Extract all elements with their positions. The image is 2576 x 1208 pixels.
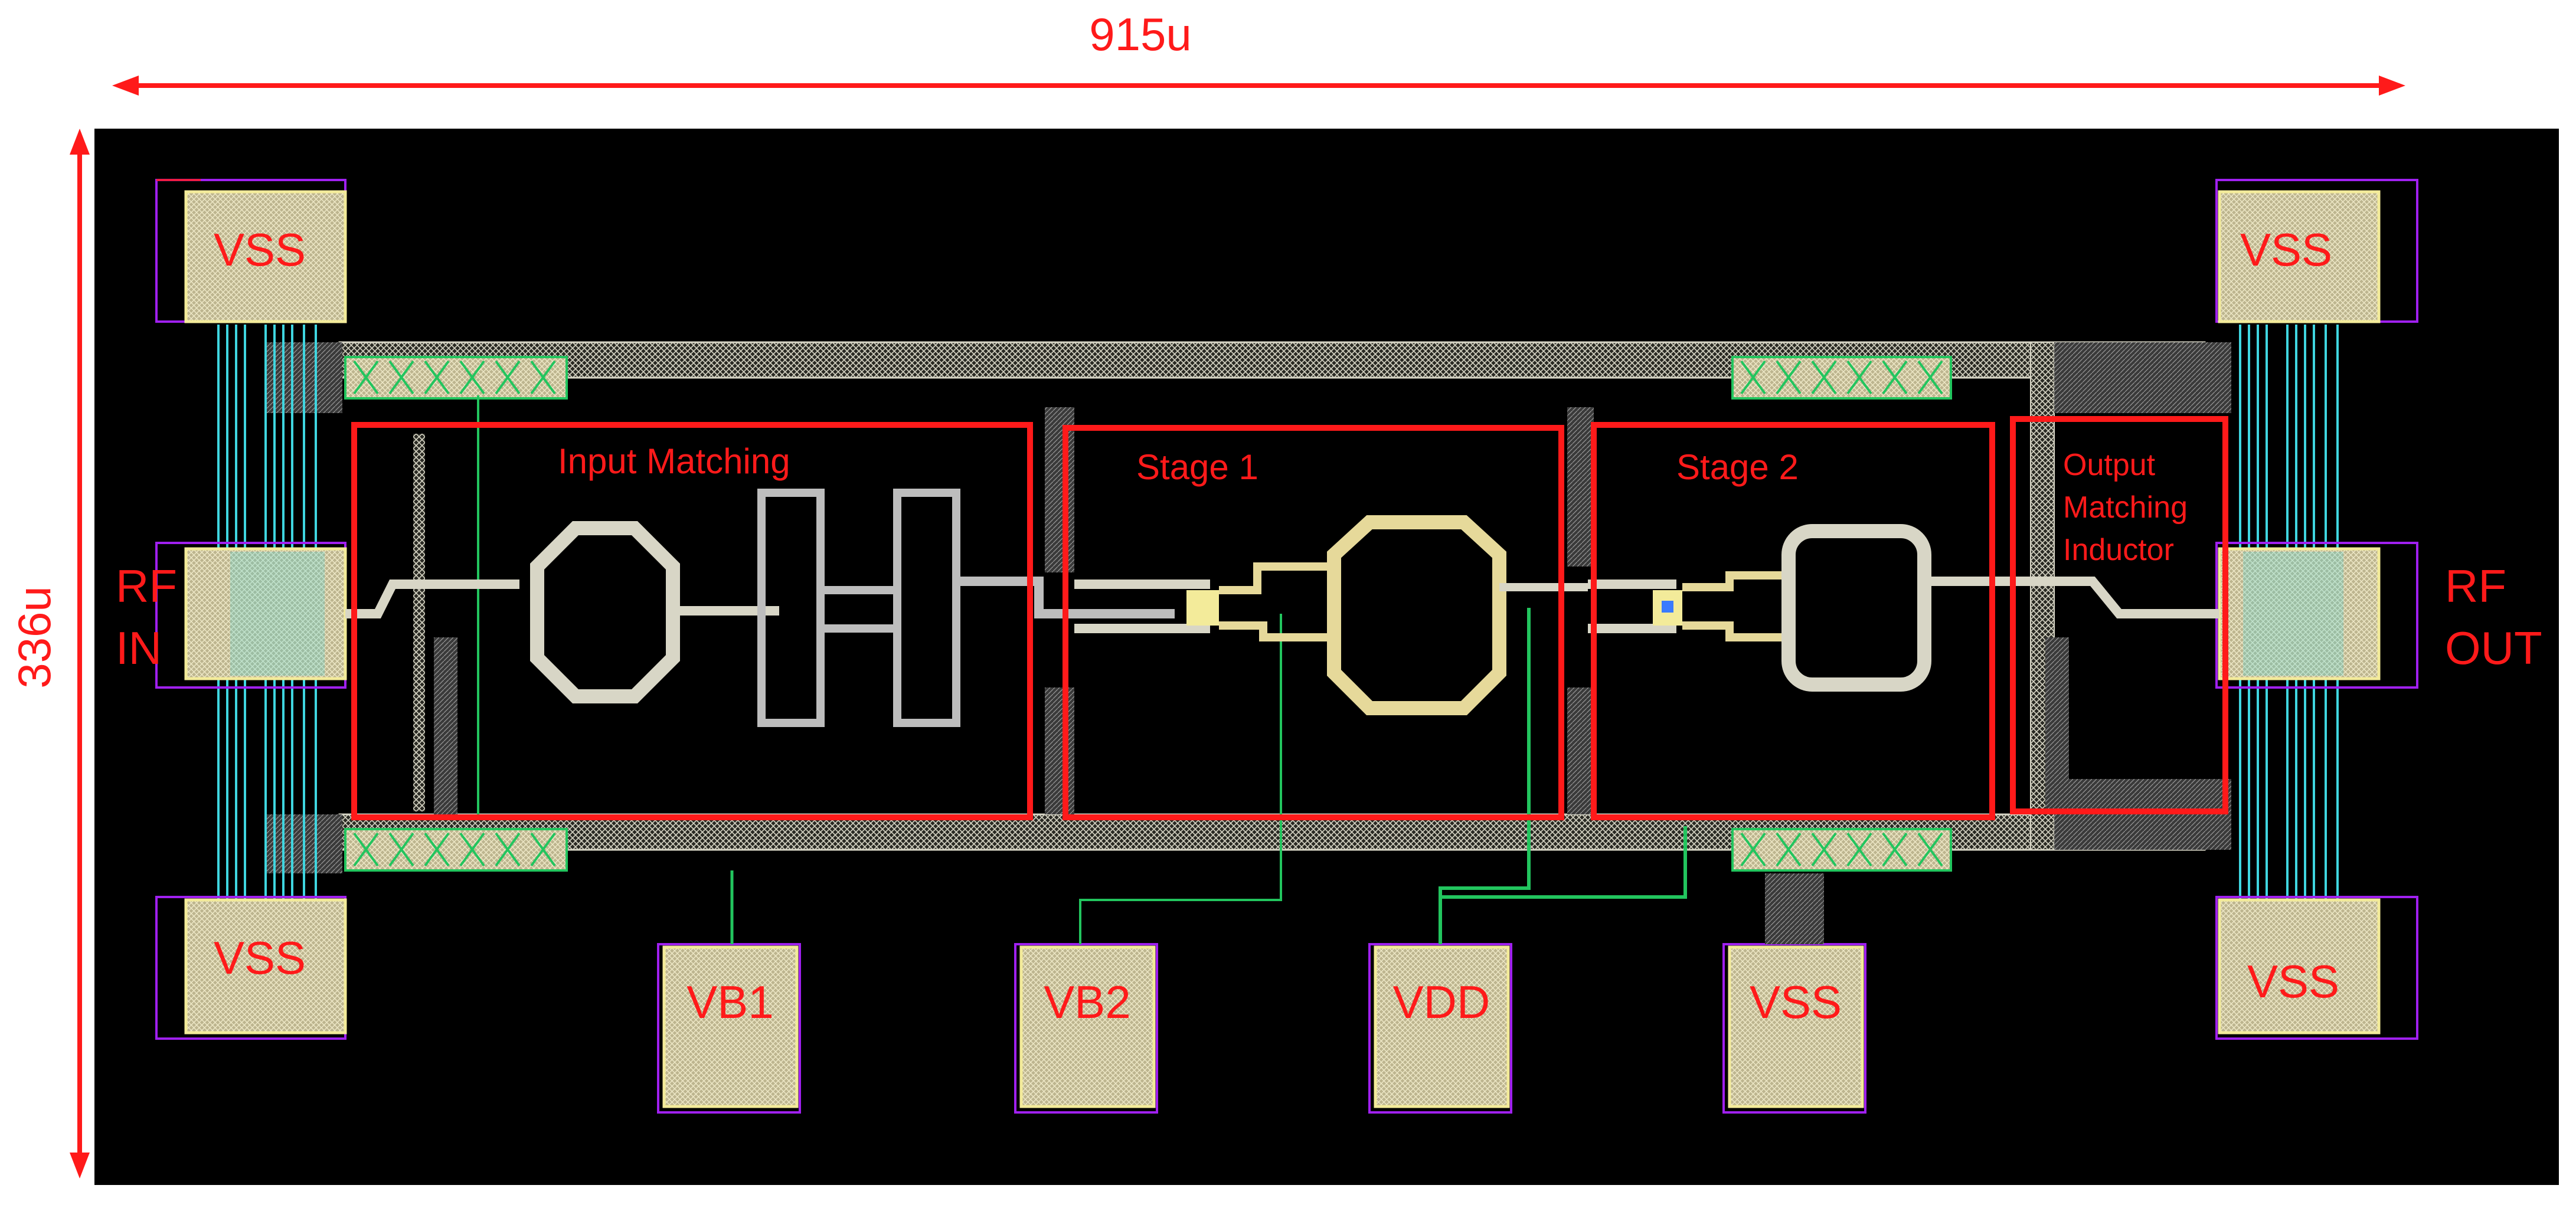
chip-canvas bbox=[94, 129, 2559, 1185]
bias-routing bbox=[730, 608, 1824, 944]
rf-in-pad bbox=[155, 542, 347, 689]
section-label-output-matching-wrap: Output Matching Inductor bbox=[2063, 448, 2188, 567]
rf-out-label-line1: RF bbox=[2445, 560, 2506, 612]
section-label-stage-1: Stage 1 bbox=[1136, 447, 1258, 487]
output-matching-layout bbox=[2019, 577, 2219, 814]
pad-label-right-bottom: VSS bbox=[2247, 955, 2339, 1007]
output-matching-box bbox=[2010, 416, 2228, 814]
pad-label-vdd: VDD bbox=[1393, 976, 1490, 1028]
stage-2-box bbox=[1591, 422, 1995, 820]
pad-label-left-bottom: VSS bbox=[214, 932, 306, 984]
right-top-vss-pad bbox=[2215, 179, 2418, 323]
height-dimension-label: 336u bbox=[8, 586, 60, 689]
section-label-output-matching: Output Matching Inductor bbox=[2063, 448, 2188, 567]
pad-label-bottom-vss: VSS bbox=[1750, 976, 1842, 1028]
rf-out-label-line2: OUT bbox=[2445, 622, 2542, 674]
width-dimension-label: 915u bbox=[1089, 8, 1192, 60]
input-matching-box bbox=[351, 422, 1033, 820]
stage-2-layout bbox=[1567, 407, 2019, 814]
pad-label-vb2: VB2 bbox=[1044, 976, 1130, 1028]
left-top-vss-pad bbox=[155, 179, 347, 323]
rf-in-label-line1: RF bbox=[116, 560, 177, 612]
rf-in-label-line2: IN bbox=[116, 622, 162, 674]
bottom-pads bbox=[657, 943, 1866, 1114]
left-bottom-vss-pad bbox=[155, 896, 347, 1040]
pad-label-right-top: VSS bbox=[2240, 224, 2332, 276]
section-label-input-matching: Input Matching bbox=[558, 441, 790, 481]
width-dimension-arrow bbox=[112, 76, 2405, 96]
right-bottom-vss-pad bbox=[2215, 896, 2418, 1040]
ring-capacitors bbox=[344, 356, 1952, 872]
pad-label-vb1: VB1 bbox=[687, 976, 773, 1028]
stage-1-layout bbox=[1045, 407, 1588, 814]
pad-label-left-top: VSS bbox=[214, 224, 306, 276]
height-dimension-arrow bbox=[70, 129, 90, 1178]
input-matching-layout bbox=[345, 395, 1175, 814]
rf-out-pad bbox=[2215, 542, 2418, 689]
section-label-stage-2: Stage 2 bbox=[1676, 447, 1799, 487]
stage-1-box bbox=[1063, 425, 1564, 820]
